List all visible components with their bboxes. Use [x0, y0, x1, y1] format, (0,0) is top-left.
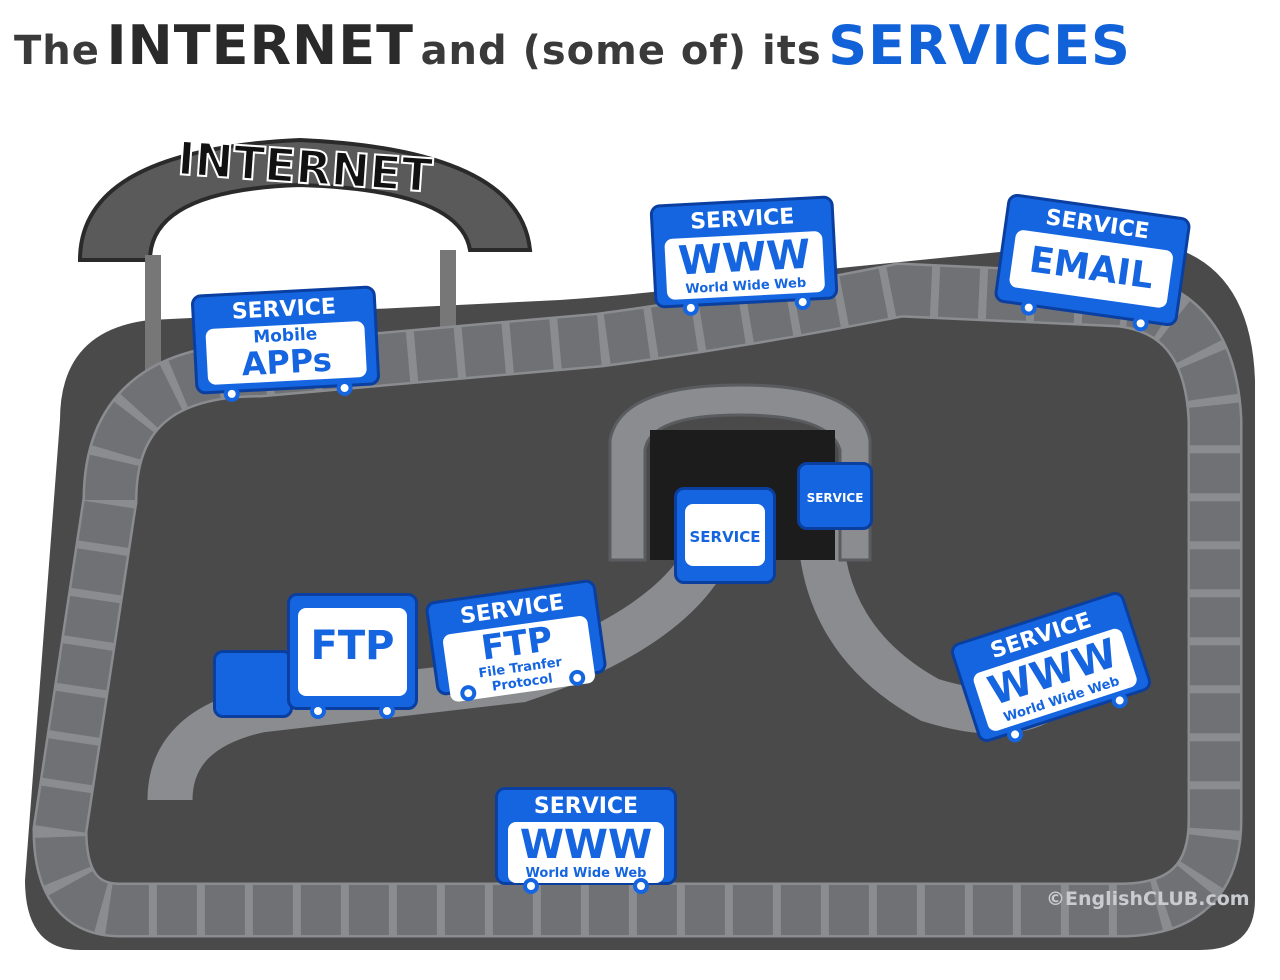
- cart-main-text: APPs: [240, 340, 333, 384]
- wheel: [523, 878, 539, 894]
- arch-post-right: [440, 250, 456, 340]
- cart-sub-text: World Wide Web: [525, 866, 647, 881]
- ground: [25, 240, 1255, 950]
- title-services: SERVICES: [828, 14, 1131, 77]
- cart-main-text: WWW: [519, 822, 653, 868]
- title-internet: INTERNET: [106, 14, 414, 77]
- cart-tunnel-back: SERVICE: [797, 462, 873, 530]
- cart-tunnel-front: SERVICE: [674, 487, 776, 584]
- arch: [77, 137, 533, 262]
- arch-post-left: [145, 255, 161, 385]
- cart-main-text: FTP: [310, 623, 395, 669]
- wheel: [310, 703, 326, 719]
- copyright-text: ©EnglishCLUB.com: [1046, 888, 1250, 910]
- wheel: [379, 703, 395, 719]
- page-title: The INTERNET and (some of) its SERVICES: [14, 14, 1131, 77]
- title-middle: and (some of) its: [420, 28, 822, 74]
- title-the: The: [14, 28, 100, 74]
- cart-panel: FTP: [298, 608, 407, 696]
- tunnel: [608, 383, 872, 562]
- cart-service-label: SERVICE: [685, 504, 765, 566]
- cart-ftp-trailer: [213, 650, 293, 718]
- wheel: [633, 878, 649, 894]
- cart-ftp: FTP: [287, 593, 418, 719]
- cart-service-label: SERVICE: [806, 491, 864, 505]
- cart-service-label: SERVICE: [533, 794, 639, 819]
